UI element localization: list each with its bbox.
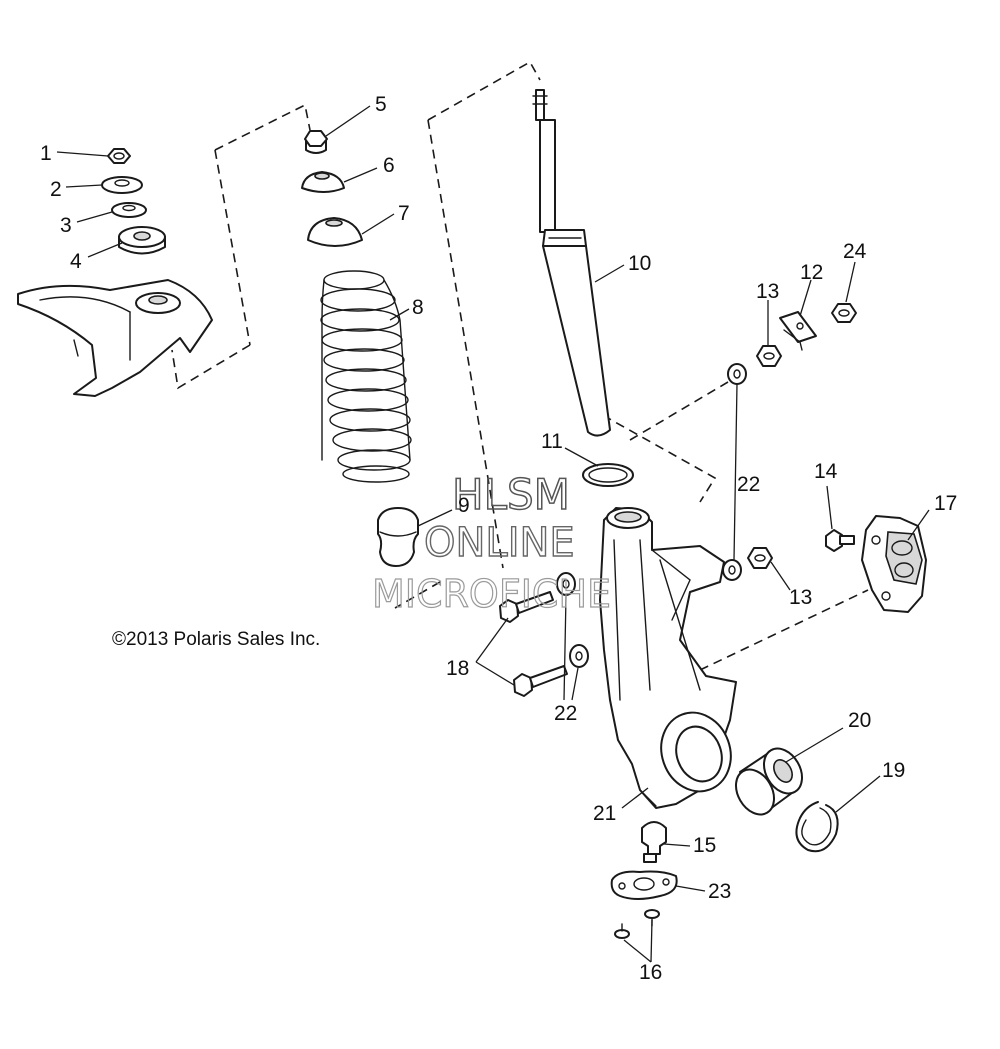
part-12-clip (779, 311, 817, 351)
chassis-frame-mount (17, 279, 213, 397)
part-9-bump-stop (377, 507, 419, 567)
part-24-nut (831, 303, 857, 323)
part-3-washer (111, 202, 147, 218)
part-5-nut (304, 130, 328, 154)
callout-24: 24 (843, 240, 867, 263)
callout-5: 5 (375, 93, 387, 116)
part-21-steering-knuckle (599, 507, 737, 809)
callout-8: 8 (412, 296, 424, 319)
part-1-nut (107, 148, 131, 164)
callout-18: 18 (446, 657, 469, 680)
callout-15: 15 (693, 834, 716, 857)
callout-10: 10 (628, 252, 651, 275)
part-6-spring-cup (301, 171, 345, 193)
part-16-screw-left (614, 923, 630, 939)
callout-21: 21 (593, 802, 616, 825)
assembly-guide-lines (171, 60, 869, 671)
callout-11: 11 (541, 430, 563, 453)
part-17-brake-caliper (861, 515, 927, 613)
callout-labels: 1 2 3 4 5 6 7 8 9 10 11 12 13 24 14 17 2… (40, 93, 957, 984)
part-13-nut-upper (756, 345, 782, 367)
part-23-flange-plate (610, 870, 678, 900)
callout-3: 3 (60, 214, 72, 237)
part-4-bushing (118, 226, 166, 255)
watermark-line-3: MICROFICHE (372, 572, 611, 616)
part-22-washer-left-lower (569, 644, 589, 668)
part-13-nut-lower (747, 547, 773, 569)
callout-14: 14 (814, 460, 838, 483)
callout-22-lower: 22 (554, 702, 577, 725)
part-2-washer (101, 176, 143, 194)
part-8-coil-spring (320, 270, 412, 483)
part-18-bolt-lower (513, 665, 568, 697)
part-18-bolt-upper (499, 591, 554, 623)
callout-9: 9 (458, 494, 470, 517)
part-22-leader-line (733, 383, 738, 561)
callout-2: 2 (50, 178, 62, 201)
part-15-ball-joint (641, 821, 667, 863)
callout-22-upper: 22 (737, 473, 760, 496)
callout-1: 1 (40, 142, 52, 165)
callout-6: 6 (383, 154, 395, 177)
part-22-washer-right (722, 559, 742, 581)
part-14-bolt (825, 529, 855, 552)
part-11-seal-ring (582, 463, 634, 487)
callout-13-lower: 13 (789, 586, 812, 609)
callout-4: 4 (70, 250, 82, 273)
callout-16: 16 (639, 961, 662, 984)
callout-20: 20 (848, 709, 871, 732)
callout-17: 17 (934, 492, 957, 515)
callout-12: 12 (800, 261, 823, 284)
watermark: HLSM ONLINE MICROFICHE (371, 469, 611, 616)
callout-19: 19 (882, 759, 905, 782)
part-22-washer-upper (727, 363, 747, 385)
watermark-line-1: HLSM (452, 470, 570, 519)
callout-7: 7 (398, 202, 410, 225)
part-19-snap-ring (795, 801, 839, 853)
part-22-washer-left-upper (556, 572, 576, 596)
callout-13-upper: 13 (756, 280, 779, 303)
callout-leader-lines (56, 105, 930, 963)
part-10-shock-absorber (532, 89, 611, 437)
part-7-spring-seat (307, 217, 363, 247)
watermark-line-2: ONLINE (424, 520, 575, 566)
copyright-text: ©2013 Polaris Sales Inc. (112, 629, 320, 650)
callout-23: 23 (708, 880, 731, 903)
part-20-wheel-bearing (735, 747, 803, 816)
